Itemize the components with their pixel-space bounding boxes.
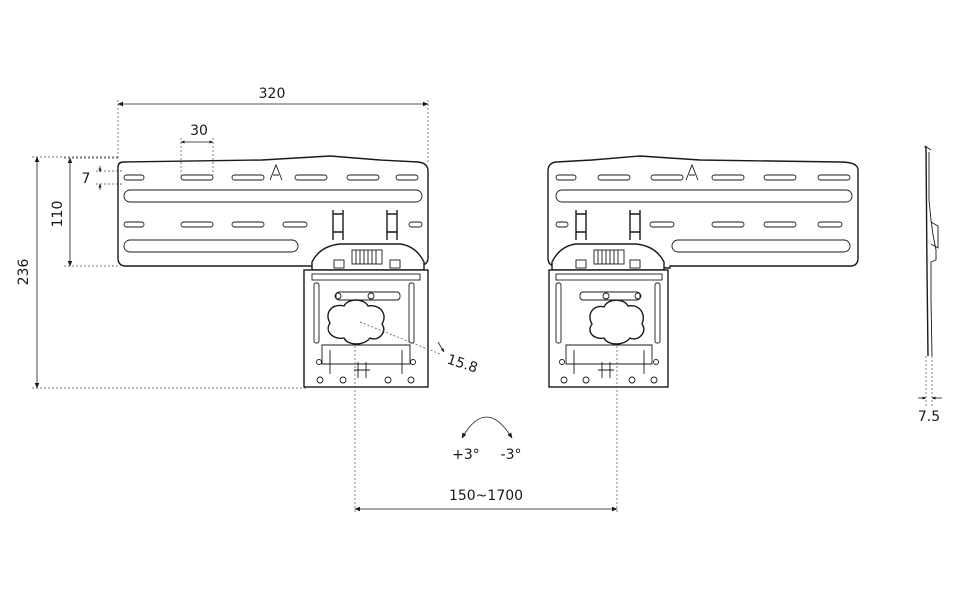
tilt-negative-label: -3° bbox=[501, 447, 522, 463]
dim-plate-height: 110 bbox=[50, 201, 66, 228]
dim-tv-mount-spacing: 150~1700 bbox=[449, 488, 523, 504]
left-long-slot-bottom bbox=[123, 239, 299, 253]
dim-overall-width: 320 bbox=[259, 86, 286, 102]
right-long-slot-top bbox=[555, 189, 853, 203]
left-long-slot-top bbox=[123, 189, 423, 203]
tilt-positive-label: +3° bbox=[452, 447, 480, 463]
right-mount-view bbox=[547, 155, 859, 388]
left-mount-view bbox=[117, 155, 429, 388]
dim-top-offset: 7 bbox=[82, 171, 91, 187]
left-middle-slot-row bbox=[123, 221, 423, 228]
right-long-slot-bottom bbox=[671, 239, 851, 253]
dim-hole-offset: 15.8 bbox=[445, 352, 480, 377]
dim-overall-height: 236 bbox=[16, 259, 32, 286]
right-middle-slot-row bbox=[555, 221, 843, 228]
dim-slot-pitch: 30 bbox=[190, 123, 208, 139]
right-top-slot-row bbox=[555, 174, 851, 181]
right-keyhole-slot bbox=[589, 299, 645, 345]
side-profile-view bbox=[918, 145, 942, 408]
dimension-lines bbox=[32, 100, 618, 512]
left-top-slot-row bbox=[123, 174, 419, 181]
left-keyhole-slot bbox=[327, 299, 385, 345]
right-tv-bracket bbox=[548, 269, 669, 388]
dim-profile-depth: 7.5 bbox=[918, 409, 940, 425]
